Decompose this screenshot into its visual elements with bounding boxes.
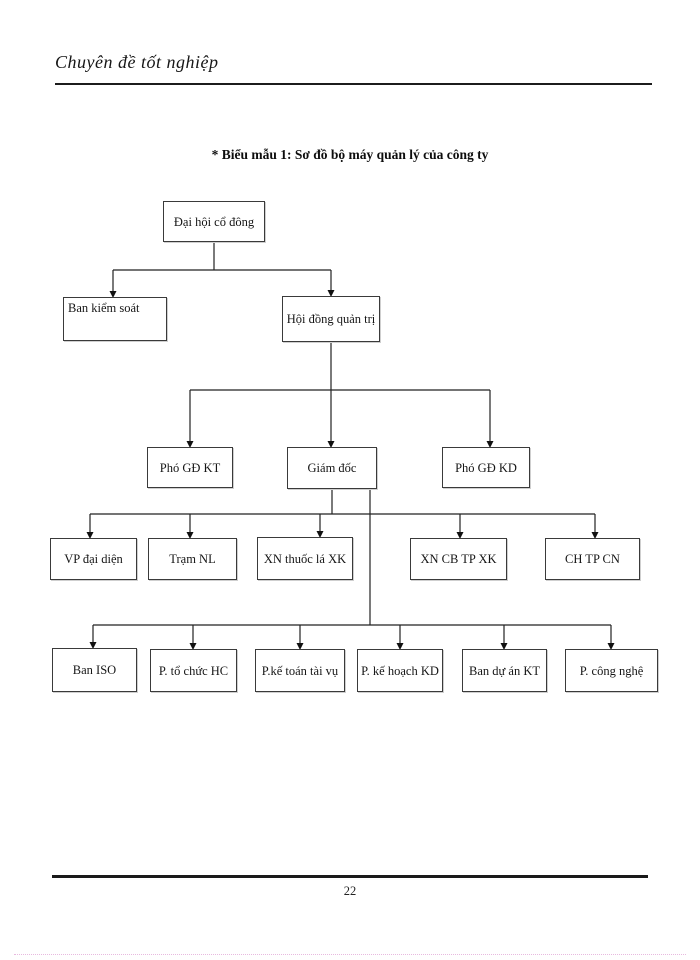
org-node-vp-dai-dien: VP đại diện [50, 538, 137, 580]
org-node-p-ke-toan-tai-vu: P.kế toán tài vụ [255, 649, 345, 692]
org-node-pho-gd-kd: Phó GĐ KD [442, 447, 530, 488]
page-number: 22 [343, 884, 357, 898]
bottom-dotted-line [14, 954, 686, 955]
org-node-ban-kiem-soat: Ban kiểm soát [63, 297, 167, 341]
org-node-tram-nl: Trạm NL [148, 538, 237, 580]
connector-giamdoc-departments [92, 489, 612, 644]
connector-giamdoc-units [89, 489, 596, 533]
arrowheads [86, 290, 615, 650]
header-rule [55, 83, 652, 85]
footer-rule [52, 875, 648, 878]
org-node-p-ke-hoach-kd: P. kế hoạch KD [357, 649, 443, 692]
org-node-dai-hoi-co-dong: Đại hội cổ đông [163, 201, 265, 242]
org-node-giam-doc: Giám đốc [287, 447, 377, 489]
org-node-xn-cb-tp-xk: XN CB TP XK [410, 538, 507, 580]
org-node-ban-du-an-kt: Ban dự án KT [462, 649, 547, 692]
org-node-xn-thuoc-la-xk: XN thuốc lá XK [257, 537, 353, 580]
org-node-p-to-chuc-hc: P. tổ chức HC [150, 649, 237, 692]
connector-hdqt-children [189, 342, 491, 442]
org-node-ban-iso: Ban ISO [52, 648, 137, 692]
connector-daihoi-children [112, 242, 332, 292]
figure-title: * Biểu mẫu 1: Sơ đồ bộ máy quản lý của c… [211, 147, 489, 162]
org-node-pho-gd-kt: Phó GĐ KT [147, 447, 233, 488]
org-node-hoi-dong-quan-tri: Hội đồng quản trị [282, 296, 380, 342]
org-node-p-cong-nghe: P. công nghệ [565, 649, 658, 692]
org-node-ch-tp-cn: CH TP CN [545, 538, 640, 580]
document-header-text: Chuyên đề tốt nghiệp [55, 52, 219, 72]
